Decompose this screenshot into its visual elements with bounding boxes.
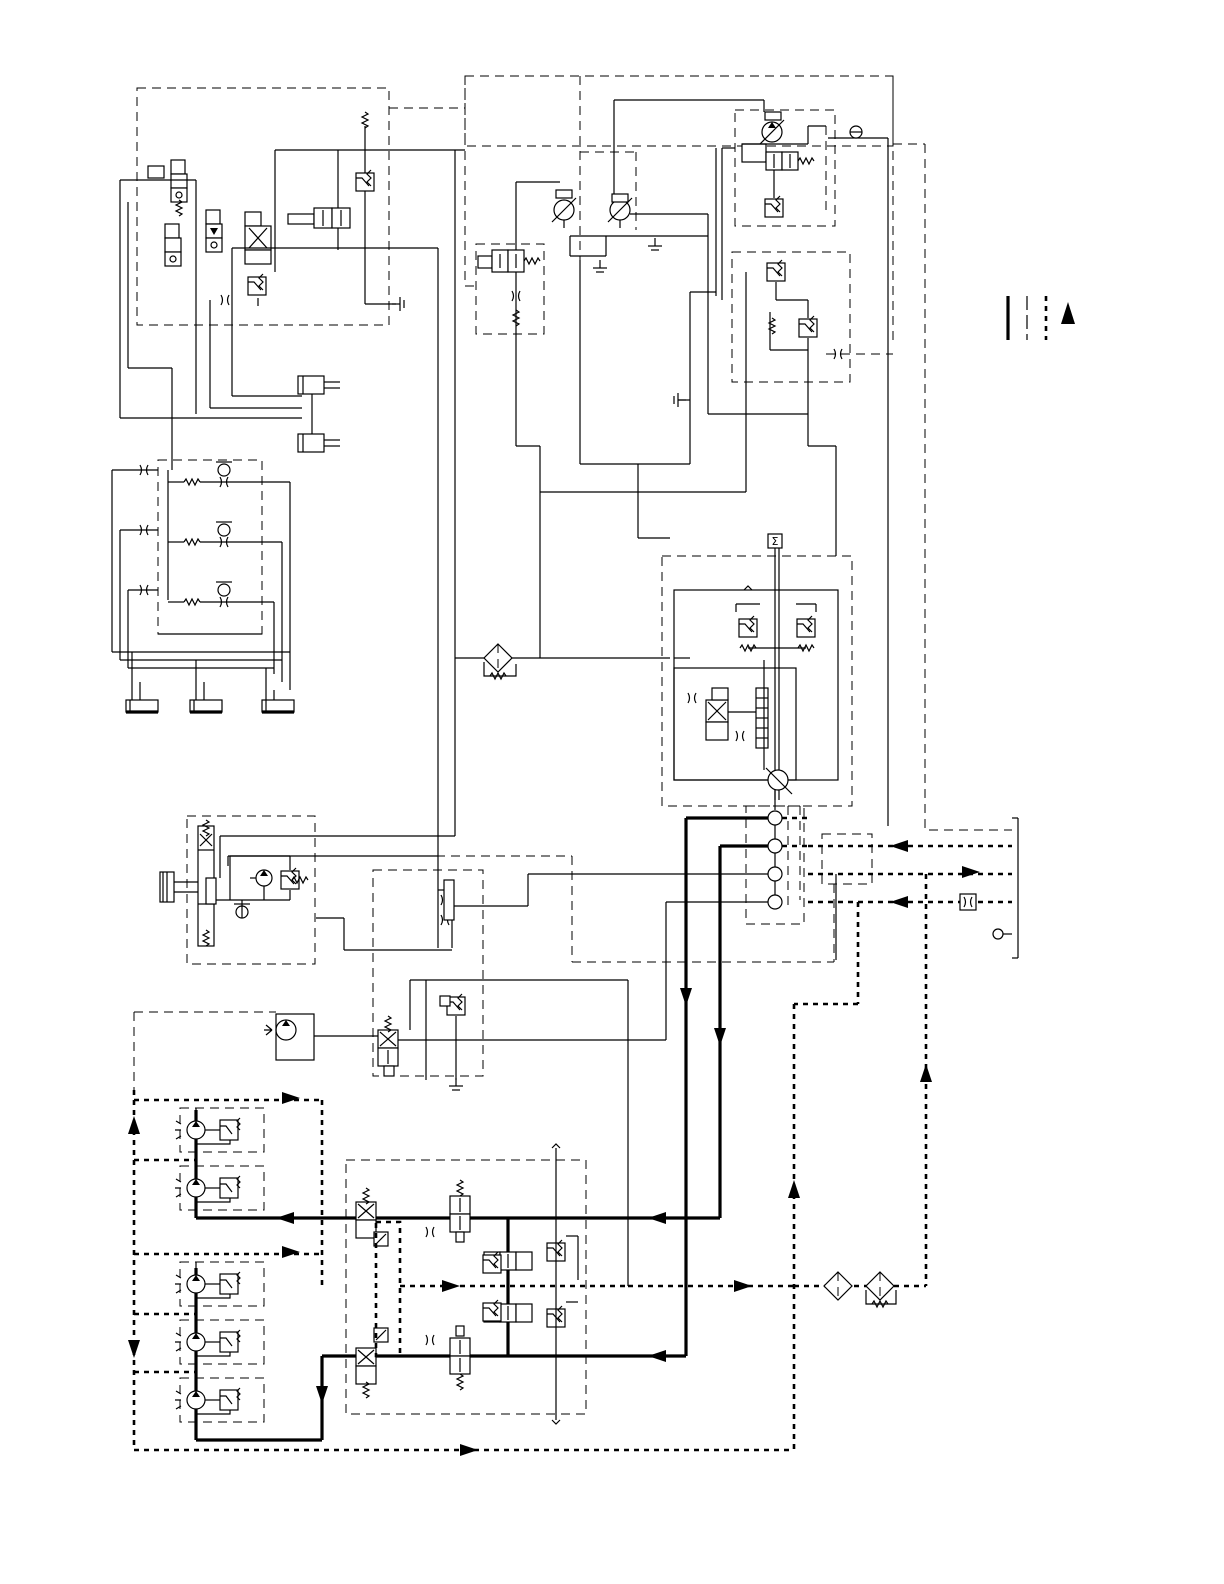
lower-pump-bank xyxy=(134,1246,322,1422)
relief-valve-block xyxy=(732,252,893,556)
accumulator-block xyxy=(373,856,628,1286)
flow-control-bank xyxy=(112,460,290,700)
flow-direction-arrow-icon xyxy=(1061,302,1075,324)
directional-valve-block xyxy=(346,1144,926,1424)
charge-pump-block xyxy=(722,110,888,826)
sensor-symbol: Σ xyxy=(772,535,779,548)
leveling-cylinders xyxy=(126,700,294,712)
pump-outlet-lines xyxy=(316,856,834,1040)
legend xyxy=(1008,296,1075,340)
main-pump-manifold: Σ xyxy=(662,534,852,806)
return-filter xyxy=(455,644,670,679)
swing-control-valve xyxy=(160,816,452,964)
main-pressure-lines xyxy=(196,818,768,1440)
boom-cylinders xyxy=(298,376,340,452)
case-drain-connections xyxy=(788,144,1018,1450)
tandem-pump-stack xyxy=(746,790,808,924)
fan-motor xyxy=(134,1012,378,1090)
pilot-pressure-block xyxy=(465,76,893,658)
pilot-control-block xyxy=(120,88,465,470)
upper-pump-bank xyxy=(134,1092,322,1286)
